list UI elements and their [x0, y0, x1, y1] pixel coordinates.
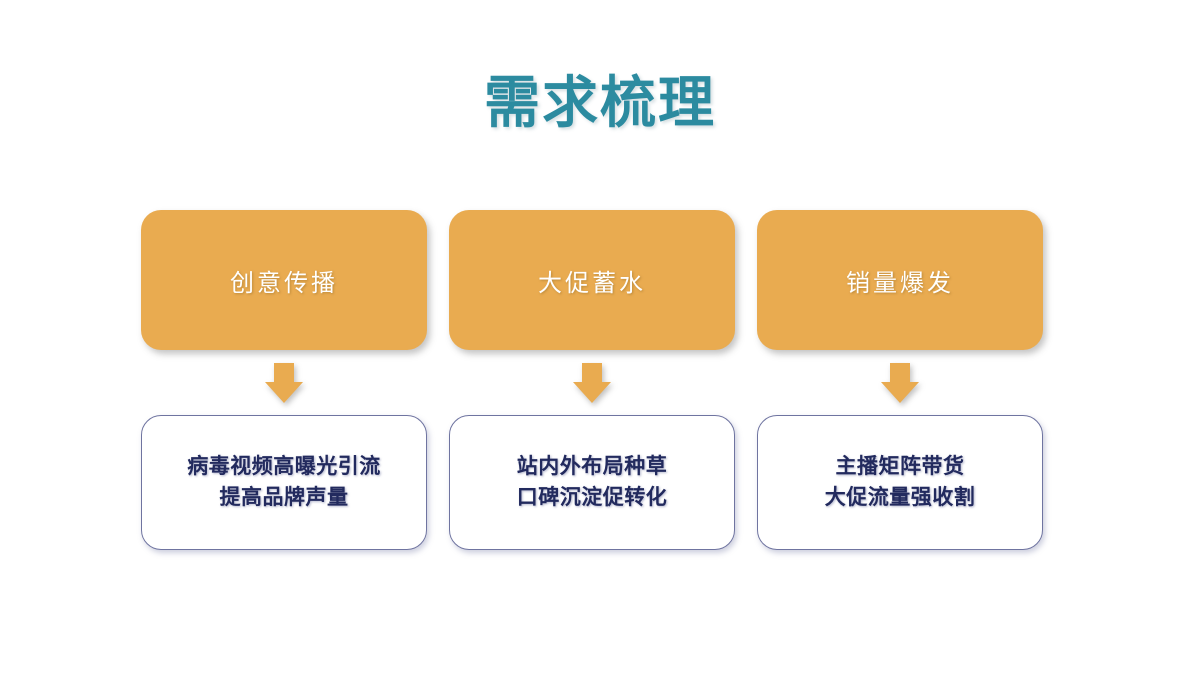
arrow-down-icon — [881, 362, 919, 403]
detail-card-1-text: 病毒视频高曝光引流 提高品牌声量 — [187, 455, 381, 509]
arrow-slot-2 — [449, 350, 735, 415]
stage-card-2-label: 大促蓄水 — [538, 269, 646, 297]
arrow-slot-3 — [757, 350, 1043, 415]
stage-card-2[interactable]: 大促蓄水 — [449, 210, 735, 350]
columns-container: 创意传播 病毒视频高曝光引流 提高品牌声量 大促蓄水 — [141, 210, 1043, 555]
stage-card-3-label: 销量爆发 — [846, 269, 954, 297]
detail-card-3-text: 主播矩阵带货 大促流量强收割 — [824, 455, 976, 509]
detail-card-1[interactable]: 病毒视频高曝光引流 提高品牌声量 — [141, 415, 427, 550]
column-1: 创意传播 病毒视频高曝光引流 提高品牌声量 — [141, 210, 427, 555]
stage-card-3[interactable]: 销量爆发 — [757, 210, 1043, 350]
arrow-head — [881, 381, 919, 403]
stage-card-1[interactable]: 创意传播 — [141, 210, 427, 350]
page-title: 需求梳理 — [484, 71, 716, 134]
stage-card-1-label: 创意传播 — [230, 269, 338, 297]
arrow-head — [573, 381, 611, 403]
column-2: 大促蓄水 站内外布局种草 口碑沉淀促转化 — [449, 210, 735, 555]
arrow-slot-1 — [141, 350, 427, 415]
column-3: 销量爆发 主播矩阵带货 大促流量强收割 — [757, 210, 1043, 555]
arrow-head — [265, 381, 303, 403]
arrow-down-icon — [265, 362, 303, 403]
arrow-stem — [582, 362, 602, 383]
arrow-down-icon — [573, 362, 611, 403]
detail-card-2-text: 站内外布局种草 口碑沉淀促转化 — [516, 455, 668, 509]
arrow-stem — [890, 362, 910, 383]
detail-card-2[interactable]: 站内外布局种草 口碑沉淀促转化 — [449, 415, 735, 550]
arrow-stem — [274, 362, 294, 383]
detail-card-3[interactable]: 主播矩阵带货 大促流量强收割 — [757, 415, 1043, 550]
